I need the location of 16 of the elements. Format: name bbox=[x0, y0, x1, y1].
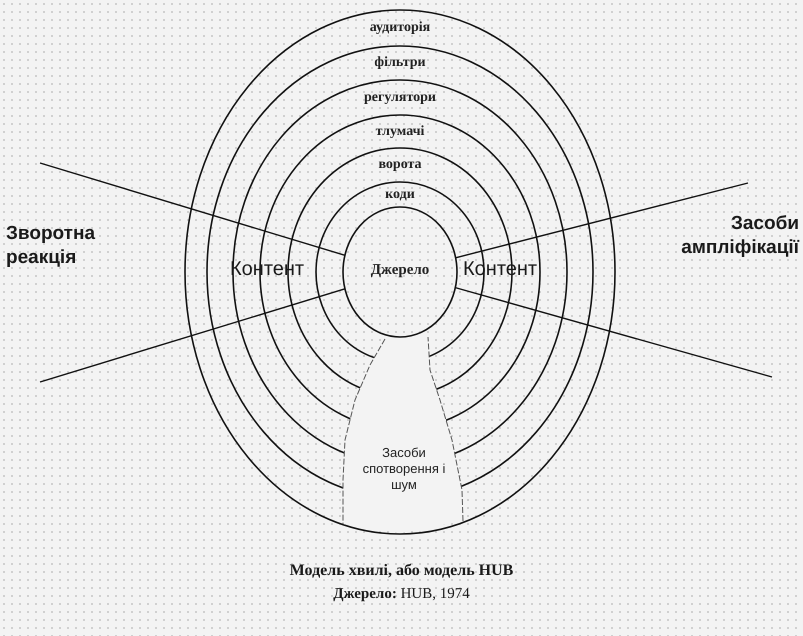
divider-line bbox=[40, 162, 346, 256]
divider-line bbox=[455, 286, 772, 378]
ring-label: аудиторія bbox=[368, 20, 432, 36]
divider-line bbox=[40, 288, 346, 383]
ring-label: коди bbox=[384, 186, 416, 202]
source-note: Джерело: HUB, 1974 bbox=[333, 586, 470, 603]
divider-line bbox=[455, 182, 748, 258]
ring-label: регулятори bbox=[363, 90, 437, 106]
ring-label: фільтри bbox=[373, 55, 427, 71]
ring-label: тлумачі bbox=[374, 124, 426, 140]
noise-label: Засоби спотворення і шум bbox=[362, 445, 446, 493]
source-label: Джерело bbox=[370, 262, 430, 278]
caption: Модель хвилі, або модель HUB bbox=[290, 562, 514, 580]
side-label: Засоби ампліфікації bbox=[680, 212, 799, 260]
side-label: Зворотна реакція bbox=[6, 222, 96, 270]
ring-label: ворота bbox=[377, 157, 423, 173]
